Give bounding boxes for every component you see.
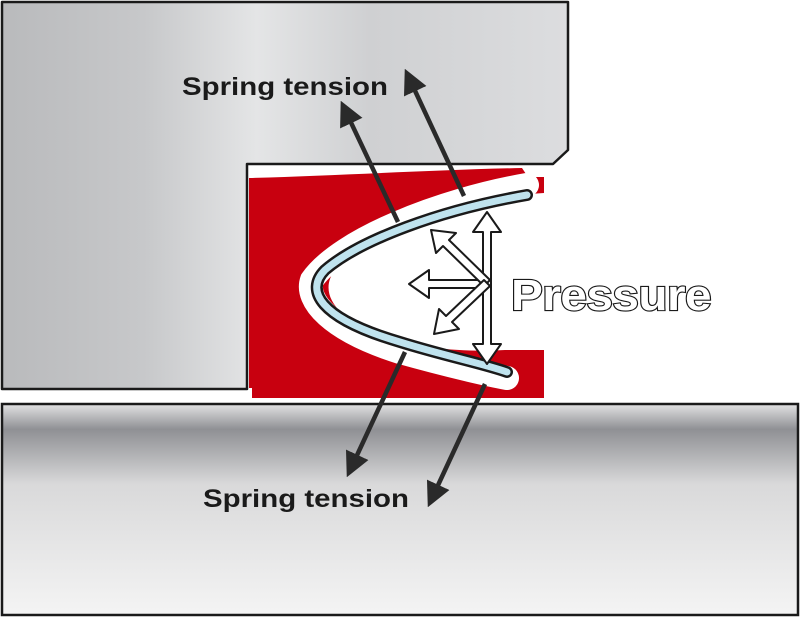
pressure-arrows — [408, 211, 502, 365]
spring-tension-arrow-bottom-left — [345, 351, 408, 478]
seal-jacket — [249, 168, 544, 398]
shaft — [0, 402, 800, 617]
spring-tension-arrow-top-right — [404, 68, 467, 197]
spring-tension-label-bottom: Spring tension — [203, 485, 409, 513]
spring-tension-arrow-bottom-right — [426, 383, 488, 508]
energizer-spring-core — [313, 191, 531, 376]
spring-tension-arrow-top-left — [340, 100, 401, 223]
housing — [0, 0, 570, 391]
spring-tension-label-top: Spring tension — [182, 73, 388, 101]
pressure-arrow-down-left — [433, 279, 491, 335]
pressure-arrow-up-left — [430, 229, 491, 287]
pressure-label: Pressure — [511, 271, 711, 320]
